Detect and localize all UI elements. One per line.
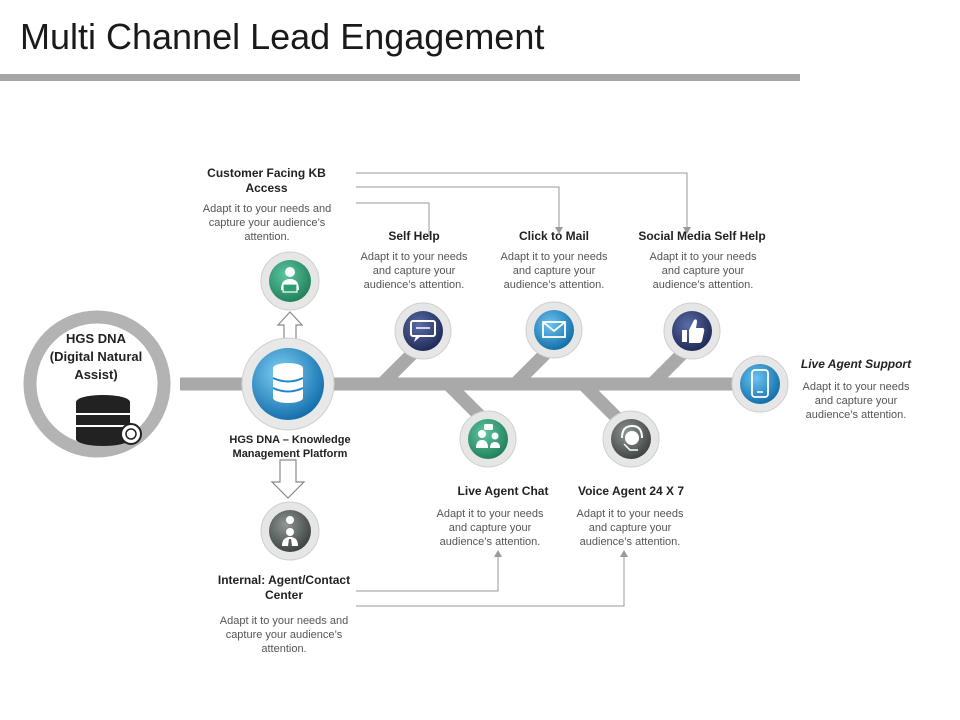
kb-desc: Adapt it to your needs and capture your … bbox=[202, 203, 332, 243]
headset-agent-icon bbox=[621, 424, 643, 451]
internal-desc: Adapt it to your needs and capture your … bbox=[219, 615, 349, 655]
voice-label: Voice Agent 24 X 7 bbox=[577, 484, 685, 498]
live-support-node bbox=[740, 364, 780, 404]
connector-arrowheads bbox=[494, 227, 691, 557]
hub-label: HGS DNA (Digital Natural Assist) bbox=[48, 330, 144, 384]
live-support-desc: Adapt it to your needs and capture your … bbox=[802, 381, 910, 421]
page-title: Multi Channel Lead Engagement bbox=[20, 16, 545, 57]
live-chat-desc: Adapt it to your needs and capture your … bbox=[436, 508, 544, 548]
laptop-user-icon bbox=[281, 267, 299, 293]
title-underline bbox=[0, 74, 800, 81]
live-chat-label: Live Agent Chat bbox=[457, 484, 549, 498]
hub-title: HGS DNA bbox=[66, 331, 126, 346]
chat-bubble-icon bbox=[410, 320, 436, 342]
platform-label: HGS DNA – Knowledge Management Platform bbox=[229, 434, 351, 460]
hub-ring bbox=[23, 310, 171, 458]
agent-idea-icon bbox=[282, 516, 298, 546]
click-mail-label: Click to Mail bbox=[518, 229, 589, 243]
kb-label: Customer Facing KB Access bbox=[207, 166, 326, 195]
voice-desc: Adapt it to your needs and capture your … bbox=[576, 508, 684, 548]
people-chat-icon bbox=[476, 424, 500, 448]
hub-subtitle: (Digital Natural Assist) bbox=[49, 349, 143, 382]
self-help-label: Self Help bbox=[388, 229, 440, 243]
click-mail-desc: Adapt it to your needs and capture your … bbox=[500, 251, 608, 291]
hub-database-icon bbox=[76, 395, 142, 446]
self-help-desc: Adapt it to your needs and capture your … bbox=[360, 251, 468, 291]
up-arrow bbox=[276, 311, 304, 342]
social-label: Social Media Self Help bbox=[638, 229, 766, 243]
live-support-label: Live Agent Support bbox=[800, 357, 912, 371]
down-arrow bbox=[270, 459, 306, 499]
self-help-node bbox=[403, 311, 443, 351]
database-icon bbox=[272, 363, 304, 403]
social-desc: Adapt it to your needs and capture your … bbox=[649, 251, 757, 291]
connector-lines bbox=[356, 172, 688, 607]
live-chat-node bbox=[468, 419, 508, 459]
mobile-phone-icon bbox=[751, 369, 769, 398]
thumbs-up-icon bbox=[682, 319, 705, 343]
internal-label: Internal: Agent/Contact Center bbox=[217, 573, 351, 602]
envelope-icon bbox=[542, 321, 566, 338]
